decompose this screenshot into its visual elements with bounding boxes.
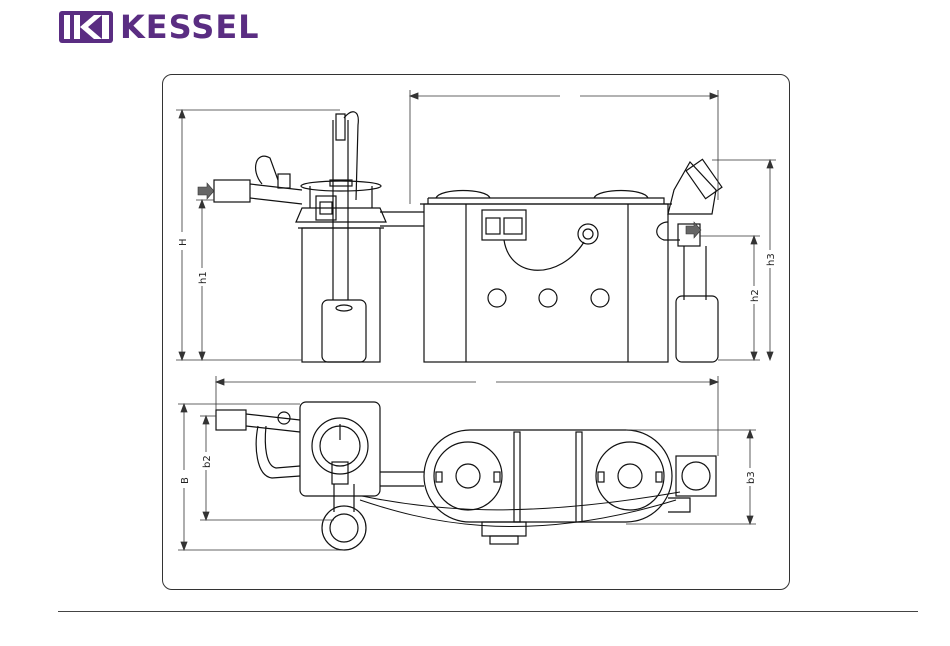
dim-label-h3: h3 [766,253,777,266]
dim-label-b3: b3 [746,471,757,484]
separator-tank [424,204,668,362]
dim-label-h2: h2 [750,289,761,302]
dim-label-h1: h1 [198,271,209,284]
dim-label-B: B [180,477,191,484]
dim-label-H: H [178,238,189,246]
dim-label-b2: b2 [202,455,213,468]
inlet-arrow-icon [198,183,214,199]
pump-chamber [302,228,380,362]
pump-motor-right [676,296,718,362]
footer-divider [58,611,918,612]
pump-motor-left [322,300,366,362]
